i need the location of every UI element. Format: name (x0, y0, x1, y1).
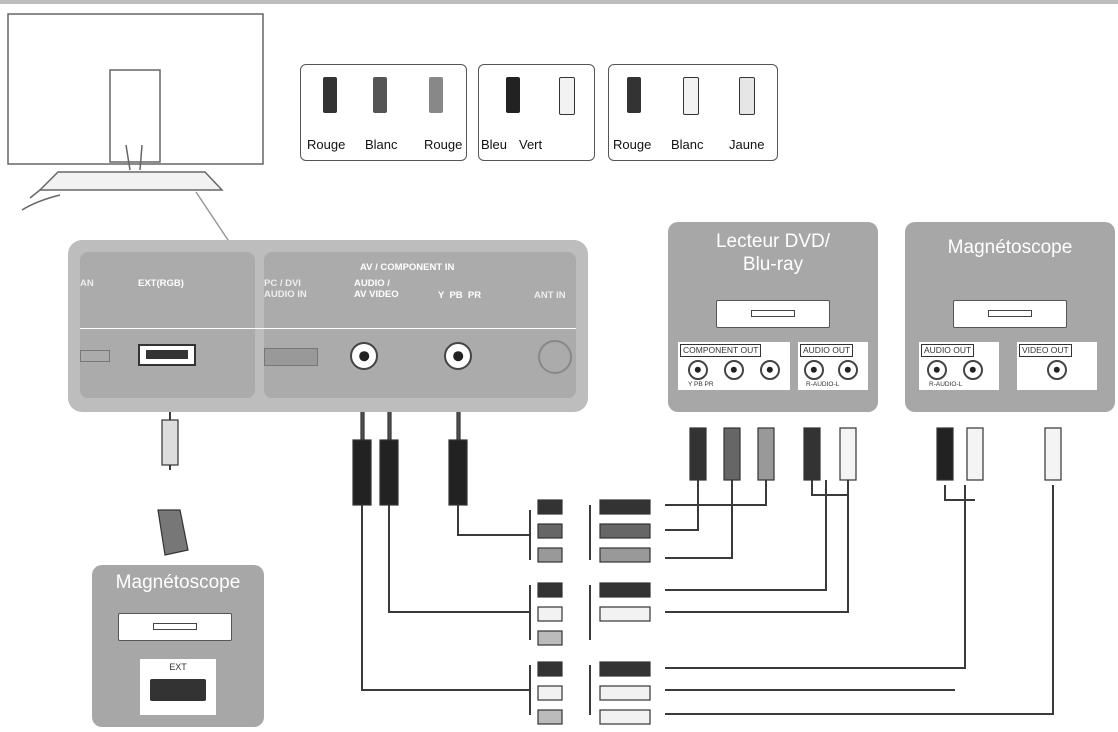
tv-panel-right-section (264, 252, 576, 398)
ext-rgb-label: EXT(RGB) (138, 278, 184, 289)
component-y-jack (444, 342, 472, 370)
av-audio-jack (350, 342, 378, 370)
plug-white-icon (373, 77, 387, 113)
pc-audio-port (264, 348, 318, 366)
ext-port-box: EXT (140, 659, 216, 715)
vcr-title: Magnétoscope (947, 237, 1073, 258)
vcr-video-jack (1047, 360, 1067, 380)
legend-label: Rouge (424, 137, 463, 152)
vcr-audio-r-jack (927, 360, 947, 380)
plug-blue-icon (506, 77, 520, 113)
component-out-box: COMPONENT OUT Y PB PR (678, 342, 790, 390)
dvd-component-pr-jack (760, 360, 780, 380)
cables (169, 365, 1054, 715)
vcr-panel-right: Magnétoscope AUDIO OUT R-AUDIO-L VIDEO O… (905, 222, 1115, 412)
legend-label: Jaune (729, 137, 765, 152)
vcr-audio-out-label: AUDIO OUT (921, 344, 975, 357)
legend-label: Bleu (481, 137, 508, 152)
vcr-audio-out-box: AUDIO OUT R-AUDIO-L (919, 342, 999, 390)
dvd-audio-l-jack (838, 360, 858, 380)
ext-scart-port (138, 344, 196, 366)
vcr-audio-l-jack (963, 360, 983, 380)
panel-divider (80, 328, 576, 329)
vcr-bottom-icon (118, 613, 232, 641)
legend-group-rgb: Rouge Blanc Rouge (300, 64, 467, 161)
tv-side-plugs (157, 389, 468, 556)
scart-port-icon (150, 679, 206, 701)
vcr-panel-bottom: Magnétoscope EXT (92, 565, 264, 727)
top-border (0, 0, 1118, 4)
ext-label: EXT (169, 662, 187, 672)
dvd-player-icon (716, 300, 830, 328)
plug-white-icon (683, 77, 699, 115)
plug-green-icon (559, 77, 575, 115)
legend-label: Rouge (613, 137, 652, 152)
plug-yellow-icon (739, 77, 755, 115)
tv-panel-left-section (80, 252, 255, 398)
ypbpr-label: Y PB PR (438, 290, 482, 301)
plug-red-icon (323, 77, 337, 113)
port-stub (80, 350, 110, 362)
av-component-label: AV / COMPONENT IN (360, 262, 455, 273)
device-side-plugs (689, 427, 1062, 481)
audio-sub-label: R-AUDIO-L (806, 381, 840, 388)
tv-cut-label: AN (80, 278, 94, 289)
video-out-label: VIDEO OUT (1019, 344, 1072, 357)
tv-rear-view (7, 13, 264, 259)
legend-label: Blanc (671, 137, 704, 152)
legend-group-component: Bleu Vert (478, 64, 595, 161)
dvd-audio-out-box: AUDIO OUT R-AUDIO-L (798, 342, 868, 390)
dvd-component-y-jack (688, 360, 708, 380)
component-sub-label: Y PB PR (688, 381, 714, 388)
plug-red-icon (627, 77, 641, 113)
legend-label: Blanc (365, 137, 398, 152)
audio-out-label: AUDIO OUT (800, 344, 854, 357)
rca-plug-bank (537, 499, 651, 725)
dvd-title: Lecteur DVD/ Blu-ray (715, 231, 831, 275)
vcr-icon (953, 300, 1067, 328)
ant-in-label: ANT IN (534, 290, 566, 301)
legend-label: Vert (519, 137, 543, 152)
component-out-label: COMPONENT OUT (680, 344, 762, 357)
dvd-audio-r-jack (804, 360, 824, 380)
tv-rear-panel: AN EXT(RGB) PC / DVI AUDIO IN AV / COMPO… (68, 240, 588, 412)
antenna-jack (538, 340, 572, 374)
vcr-bottom-title: Magnétoscope (115, 572, 241, 593)
pc-dvi-label: PC / DVI AUDIO IN (264, 278, 307, 300)
vcr-video-out-box: VIDEO OUT (1017, 342, 1097, 390)
audio-av-video-label: AUDIO / AV VIDEO (354, 278, 399, 300)
dvd-component-pb-jack (724, 360, 744, 380)
vcr-audio-sub-label: R-AUDIO-L (929, 381, 963, 388)
legend-group-av: Rouge Blanc Jaune (608, 64, 778, 161)
legend-label: Rouge (307, 137, 346, 152)
plug-red-icon (429, 77, 443, 113)
dvd-bluray-panel: Lecteur DVD/ Blu-ray COMPONENT OUT Y PB … (668, 222, 878, 412)
